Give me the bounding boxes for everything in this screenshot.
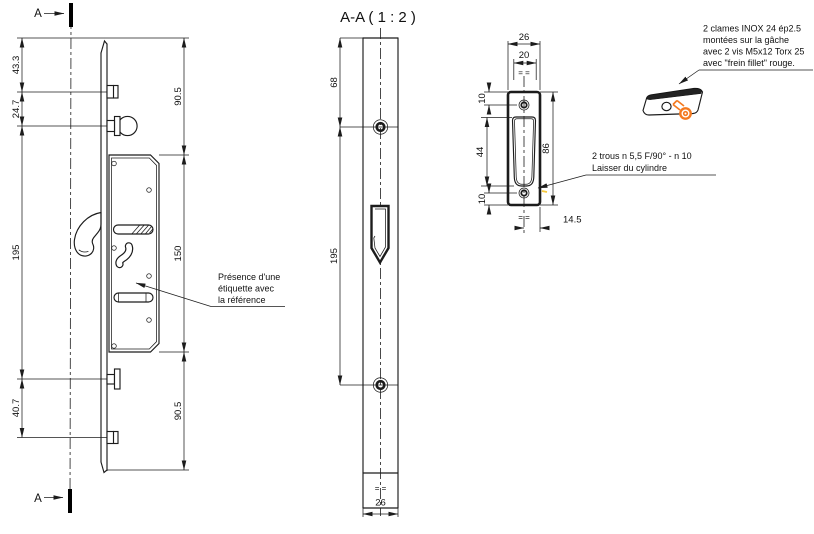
- highlight-mark: [541, 190, 548, 193]
- holes-note-line2: Laisser du cylindre: [592, 163, 667, 173]
- dim-90-5-bottom: 90.5: [173, 402, 184, 421]
- dim-width-section: = = 26: [362, 484, 399, 517]
- clamp-note-leader: [678, 69, 700, 85]
- bottom-peg: [106, 430, 119, 445]
- case-screw-hole: [111, 245, 117, 251]
- extension-lines-front: [17, 37, 189, 471]
- case-screw-hole: [111, 160, 117, 167]
- dim-chain-left: 43.3 24.7 195 40.7: [11, 37, 25, 438]
- dim-10-bottom: 10: [477, 194, 488, 205]
- dim-10-top: 10: [477, 93, 488, 104]
- symmetry-mark-section: = =: [375, 484, 387, 493]
- holes-note-line1: 2 trous n 5,5 F/90° - n 10: [592, 151, 692, 161]
- dim-195-section: 195: [329, 248, 340, 264]
- strike-hole-top: [518, 99, 530, 111]
- strike-plate: [506, 90, 542, 207]
- dim-26-section: 26: [375, 498, 386, 509]
- dim-68: 68: [329, 77, 340, 88]
- dim-40-7: 40.7: [11, 399, 22, 418]
- dim-14-5: 14.5: [563, 215, 582, 226]
- bottom-pin: [106, 368, 121, 390]
- dim-chain-section: 68 195: [329, 37, 398, 386]
- symmetry-mark-strike-top: = =: [518, 69, 530, 78]
- profile-bar: [362, 28, 399, 516]
- strike-view: 26 20 = = 10 44 10: [475, 32, 716, 233]
- clamp-note-line3: avec 2 vis M5x12 Torx 25: [703, 47, 804, 57]
- front-view: A A: [11, 3, 285, 513]
- dim-chain-right: 90.5 150 90.5: [173, 37, 187, 471]
- label-note-leader: [135, 282, 212, 307]
- dim-43-3: 43.3: [11, 56, 22, 75]
- key-slot: [113, 292, 154, 303]
- dim-strike-offset: = = 14.5: [514, 207, 582, 232]
- hook-bolt: [73, 211, 102, 257]
- clamp-note-line4: avec "frein fillet" rouge.: [703, 58, 795, 68]
- label-note-line3: la référence: [218, 295, 266, 305]
- faceplate: [100, 39, 108, 474]
- clamp-note: 2 clames INOX 24 ép2.5 montées sur la gâ…: [642, 24, 813, 120]
- section-marker-top: A: [34, 8, 42, 20]
- roller-pin: [106, 115, 138, 137]
- dim-150: 150: [173, 246, 184, 262]
- clamp-part: [642, 87, 704, 116]
- label-note-line1: Présence d'une: [218, 272, 280, 282]
- spindle-slot: [112, 224, 154, 235]
- case-screw-hole: [111, 343, 117, 349]
- strike-hole-bottom: [518, 187, 530, 199]
- section-cut-line: A A: [34, 3, 73, 513]
- label-note: Présence d'une étiquette avec la référen…: [135, 272, 285, 307]
- dim-24-7: 24.7: [11, 100, 22, 119]
- clamp-hole: [661, 101, 672, 112]
- dim-strike-widths: 26 20 = =: [507, 32, 541, 90]
- case-screw-hole: [146, 187, 152, 193]
- clamp-note-line1: 2 clames INOX 24 ép2.5: [703, 24, 801, 34]
- case-screw-hole: [146, 317, 152, 323]
- case-screw-hole: [146, 273, 152, 279]
- label-note-line2: étiquette avec: [218, 284, 275, 294]
- dim-90-5-top: 90.5: [173, 87, 184, 106]
- pointed-slot: [370, 204, 390, 265]
- torx-screw-icon: [672, 99, 692, 120]
- strike-slot: [511, 116, 537, 187]
- dim-strike-left: 10 44 10: [475, 82, 517, 215]
- dim-195-front: 195: [11, 245, 22, 261]
- holes-note-leader: [537, 174, 587, 189]
- dim-86: 86: [541, 143, 552, 154]
- holes-note: 2 trous n 5,5 F/90° - n 10 Laisser du cy…: [537, 151, 716, 189]
- section-view: A-A ( 1 : 2 ) 68: [329, 9, 416, 517]
- dim-20-strike: 20: [519, 50, 530, 61]
- section-view-title: A-A ( 1 : 2 ): [340, 9, 416, 26]
- section-marker-bottom: A: [34, 493, 42, 505]
- lock-case: [108, 154, 160, 353]
- cylinder-slot: [115, 242, 134, 269]
- dim-44: 44: [475, 147, 486, 158]
- dim-26-strike: 26: [519, 32, 530, 43]
- symmetry-mark-strike-bottom: = =: [518, 213, 530, 222]
- clamp-note-line2: montées sur la gâche: [703, 35, 789, 45]
- dim-strike-height: 86: [540, 91, 558, 206]
- top-peg: [106, 84, 119, 99]
